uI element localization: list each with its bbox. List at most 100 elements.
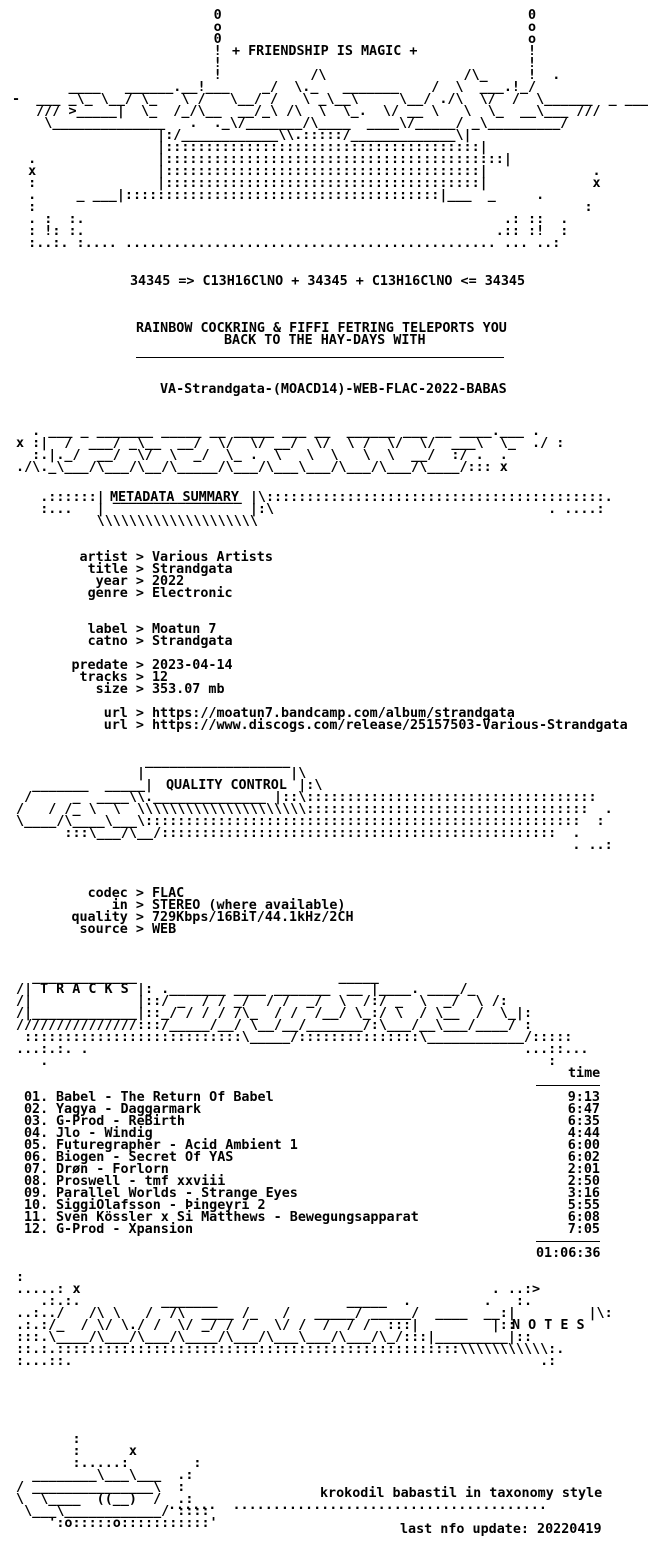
track-title: Yagya - Daggarmark bbox=[56, 1102, 202, 1117]
quality-value: 729Kbps/16BiT/44.1kHz/2CH bbox=[152, 910, 354, 925]
ascii-art-line: - ___ _\_ \__/ \_ \ / \__/ / \ _\__\ \__… bbox=[4, 92, 648, 107]
ascii-art-line: \____/\____\___\::::::::::::::::::::::::… bbox=[8, 814, 605, 829]
ascii-art-line: ..:../ /\ \ / /\ ____ /_ / _____/ _____/… bbox=[8, 1306, 613, 1321]
track-row: 09. Parallel Worlds - Strange Eyes 3:16 bbox=[0, 1186, 648, 1201]
ascii-art-line: x |:::::::::::::::::::::::::::::::::::::… bbox=[4, 164, 601, 179]
banner-text: + FRIENDSHIP IS MAGIC + bbox=[232, 44, 418, 59]
ascii-art-line: :.|._/ __/ \/ \ _/ \_ . \ \ \ \ \ __/ :/… bbox=[8, 448, 508, 463]
track-title: SiggiOlafsson - Þingeyri 2 bbox=[56, 1198, 266, 1213]
ascii-art-line: _______ _____| |:\ bbox=[8, 778, 323, 793]
track-time: 6:35 bbox=[567, 1114, 600, 1129]
ascii-art-line: ________\___\___ .: bbox=[8, 1468, 194, 1483]
metadata-value: Strandgata bbox=[152, 562, 233, 577]
track-number: 04. bbox=[24, 1126, 49, 1141]
ascii-art-line: . : bbox=[8, 1054, 557, 1069]
track-title: Futuregrapher - Acid Ambient 1 bbox=[56, 1138, 298, 1153]
track-number: 02. bbox=[24, 1102, 49, 1117]
metadata-section-title: METADATA SUMMARY bbox=[110, 490, 239, 505]
ascii-art-line: ':o:::::o:::::::::::' bbox=[8, 1516, 218, 1531]
track-title: Parallel Worlds - Strange Eyes bbox=[56, 1186, 298, 1201]
ascii-art-line: ./\._\___/\___/\__/\_____/\___/\___\___/… bbox=[8, 460, 508, 475]
metadata-key: genre > bbox=[87, 586, 144, 601]
track-title: G-Prod - ReBirth bbox=[56, 1114, 185, 1129]
track-time: 3:16 bbox=[567, 1186, 600, 1201]
ascii-art-line: :::\___/\__/::::::::::::::::::::::::::::… bbox=[8, 826, 581, 841]
track-row: 03. G-Prod - ReBirth 6:35 bbox=[0, 1114, 648, 1129]
last-update: last nfo update: 20220419 bbox=[400, 1522, 602, 1537]
ascii-art-line: : x bbox=[8, 1444, 137, 1459]
ascii-art-line: .::::::| ________________ |\::::::::::::… bbox=[8, 490, 613, 505]
intro-line-2: BACK TO THE HAY-DAYS WITH bbox=[224, 333, 426, 348]
quality-value: STEREO (where available) bbox=[152, 898, 346, 913]
discogs-url-link[interactable]: https://www.discogs.com/release/25157503… bbox=[152, 718, 628, 733]
ascii-art-line: |:/____________\\.:::::/_____________\| bbox=[4, 128, 472, 143]
track-number: 10. bbox=[24, 1198, 49, 1213]
metadata-value: Electronic bbox=[152, 586, 233, 601]
ascii-art-line: .:.:. _______ _____ . . :. bbox=[8, 1294, 533, 1309]
metadata-value: 353.07 mb bbox=[152, 682, 225, 697]
ascii-art-line: . : :. .: :: . bbox=[4, 212, 569, 227]
track-time: 6:08 bbox=[567, 1210, 600, 1225]
ascii-art-line: /| |: ._______ ____ _______ __ |____. __… bbox=[8, 982, 476, 997]
track-time: 5:55 bbox=[567, 1198, 600, 1213]
quality-section-title: QUALITY CONTROL bbox=[166, 778, 287, 793]
track-title: Proswell - tmf xxviii bbox=[56, 1174, 226, 1189]
metadata-row-artist: artist > Various Artists bbox=[0, 551, 273, 564]
quality-value: FLAC bbox=[152, 886, 185, 901]
metadata-value: Moatun 7 bbox=[152, 622, 217, 637]
track-time: 2:01 bbox=[567, 1162, 600, 1177]
ascii-art-line: : !: :. .:: :! : bbox=[4, 224, 569, 239]
track-number: 05. bbox=[24, 1138, 49, 1153]
time-column-header: time bbox=[568, 1066, 601, 1081]
ascii-art-line: __________________ bbox=[8, 754, 291, 769]
quality-key: quality > bbox=[71, 910, 144, 925]
ascii-art-line: _____________ _____ bbox=[8, 970, 379, 985]
quality-key: in > bbox=[111, 898, 144, 913]
track-title: Babel - The Return Of Babel bbox=[56, 1090, 274, 1105]
track-title: Drøn - Forlorn bbox=[56, 1162, 169, 1177]
tracks-section-title: T R A C K S bbox=[40, 982, 129, 997]
track-time: 4:44 bbox=[567, 1126, 600, 1141]
ascii-art-line: :::.\____/\___/\___/\____/\___/\___\___/… bbox=[8, 1330, 533, 1345]
track-time: 6:00 bbox=[567, 1138, 600, 1153]
tagline: krokodil babastil in taxonomy style bbox=[320, 1486, 603, 1501]
ascii-art-line: :::::::::::::::::::::::::::\_____/::::::… bbox=[8, 1030, 573, 1045]
track-title: Sven Kössler x Si Matthews - Bewegungsap… bbox=[56, 1210, 419, 1225]
ascii-art-line: \\\\\\\\\\\\\\\\\\\\ bbox=[8, 514, 258, 529]
ascii-art-line: :...::. .: bbox=[8, 1354, 557, 1369]
quality-row-source: source > WEB bbox=[0, 923, 177, 936]
ascii-art-line: :... | |:\ . ....: bbox=[8, 502, 605, 517]
ascii-art-line: /// >_____| \_ /_/\__ __/_\ /\ \ \_. \/ … bbox=[4, 104, 601, 119]
quality-row-quality: quality > 729Kbps/16BiT/44.1kHz/2CH bbox=[0, 911, 353, 924]
ascii-art-line: . |:::::::::::::::::::::::::::::::::::::… bbox=[4, 152, 512, 167]
metadata-row-url-bandcamp: url > https://moatun7.bandcamp.com/album… bbox=[0, 707, 515, 720]
bandcamp-url-link[interactable]: https://moatun7.bandcamp.com/album/stran… bbox=[152, 706, 515, 721]
track-number: 09. bbox=[24, 1186, 49, 1201]
ascii-art-line: .:.:/_ / \/ \./ / \/ _/ / / \/ / / / / :… bbox=[8, 1318, 516, 1333]
metadata-key: year > bbox=[95, 574, 144, 589]
time-header-divider bbox=[536, 1085, 600, 1086]
quality-value: WEB bbox=[152, 922, 177, 937]
ascii-art-line: | |\ bbox=[8, 766, 307, 781]
metadata-row-title: title > Strandgata bbox=[0, 563, 233, 576]
track-number: 03. bbox=[24, 1114, 49, 1129]
metadata-key: predate > bbox=[71, 658, 144, 673]
metadata-row-year: year > 2022 bbox=[0, 575, 185, 588]
metadata-value: 2022 bbox=[152, 574, 185, 589]
ascii-art-line: : bbox=[8, 1270, 25, 1285]
track-number: 06. bbox=[24, 1150, 49, 1165]
quality-row-in: in > STEREO (where available) bbox=[0, 899, 346, 912]
quality-key: codec > bbox=[87, 886, 144, 901]
ascii-art-line: :..:. :.... ............................… bbox=[4, 236, 561, 251]
release-name: VA-Strandgata-(MOACD14)-WEB-FLAC-2022-BA… bbox=[160, 382, 507, 397]
ascii-art-line: / _ ____\\.______________ |::\::::::::::… bbox=[8, 790, 597, 805]
track-number: 07. bbox=[24, 1162, 49, 1177]
track-row: 11.Sven Kössler x Si Matthews - Bewegung… bbox=[0, 1210, 648, 1225]
ascii-art-line: : : bbox=[4, 200, 593, 215]
metadata-row-catno: catno > Strandgata bbox=[0, 635, 233, 648]
quality-row-codec: codec > FLAC bbox=[0, 887, 185, 900]
